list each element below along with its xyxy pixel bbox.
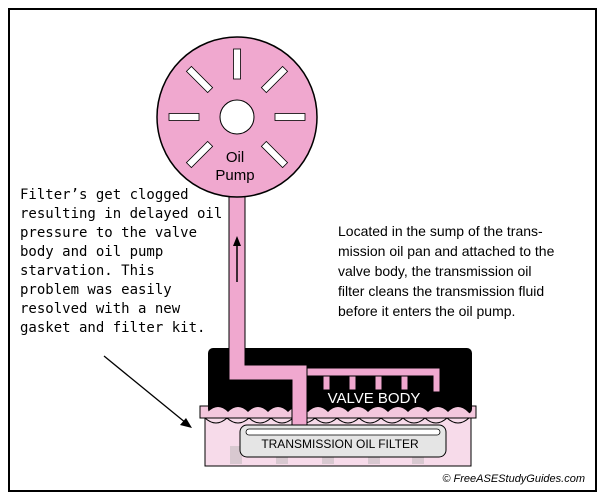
valve-body: VALVE BODY	[208, 348, 472, 416]
oil-pump: Oil Pump	[156, 36, 318, 198]
valve-body-label: VALVE BODY	[328, 390, 421, 407]
filter-label: TRANSMISSION OIL FILTER	[261, 437, 419, 451]
pump-vane	[260, 65, 289, 94]
left-note-line: resolved with a new	[20, 301, 181, 317]
left-note-line: Filter’s get clogged	[20, 187, 189, 203]
right-description-line: valve body, the transmission oil	[338, 263, 532, 279]
flow-arrow-icon	[233, 236, 241, 282]
right-description-line: Located in the sump of the trans-	[338, 223, 543, 239]
left-note-line: gasket and filter kit.	[20, 320, 205, 336]
left-note-line: starvation. This	[20, 263, 155, 279]
pump-vane	[185, 65, 214, 94]
oil-pump-hub	[219, 99, 255, 135]
right-description: Located in the sump of the trans- missio…	[338, 223, 555, 319]
valve-passage-branch	[374, 375, 383, 391]
valve-passage-branch	[400, 375, 409, 391]
transmission-oil-filter: TRANSMISSION OIL FILTER	[239, 424, 447, 458]
filter-leg	[230, 446, 242, 464]
valve-passage-branch	[322, 375, 331, 391]
valve-body-wave	[208, 407, 472, 416]
right-description-line: before it enters the oil pump.	[338, 303, 515, 319]
copyright-text: © FreeASEStudyGuides.com	[442, 473, 585, 485]
pump-vane	[260, 140, 289, 169]
pointer-arrow-icon	[103, 355, 192, 428]
oil-pump-label-line1: Oil	[226, 149, 244, 166]
pump-vane	[233, 48, 241, 80]
pump-vanes	[168, 48, 306, 169]
pump-vane	[168, 113, 200, 121]
valve-passage-branch	[348, 375, 357, 391]
left-note: Filter’s get clogged resulting in delaye…	[20, 187, 222, 336]
pump-vane	[185, 140, 214, 169]
right-description-line: mission oil pan and attached to the	[338, 243, 555, 259]
filter-top-line	[245, 428, 441, 436]
right-description-line: filter cleans the transmission fluid	[338, 283, 544, 299]
oil-pump-label-line2: Pump	[215, 167, 254, 184]
left-note-line: body and oil pump	[20, 244, 163, 260]
left-note-line: problem was easily	[20, 282, 172, 298]
pump-vane	[274, 113, 306, 121]
left-note-line: pressure to the valve	[20, 225, 197, 241]
left-note-line: resulting in delayed oil	[20, 206, 222, 222]
